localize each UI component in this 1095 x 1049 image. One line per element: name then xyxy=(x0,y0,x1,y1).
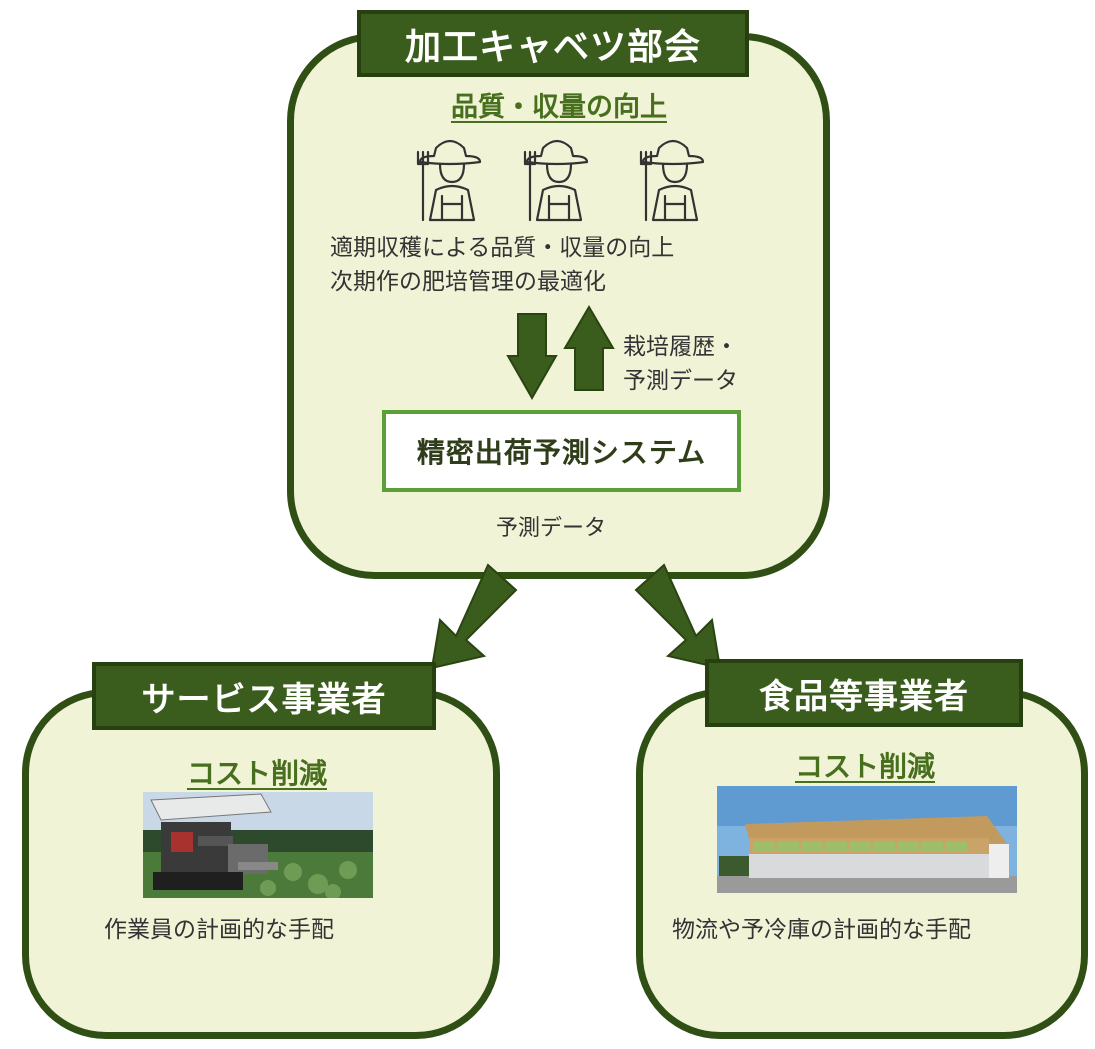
food-business-title: 食品等事業者 xyxy=(705,659,1023,727)
flow-label-line-1: 栽培履歴・ xyxy=(623,334,738,360)
diagonal-arrow-left xyxy=(430,563,518,670)
cabbage-truck-photo xyxy=(717,786,1017,893)
description-line-2: 次期作の肥培管理の最適化 xyxy=(330,269,606,295)
prediction-system-box: 精密出荷予測システム xyxy=(382,410,741,492)
left-caption: 作業員の計画的な手配 xyxy=(104,917,334,943)
diagonal-arrow-right xyxy=(634,563,722,670)
down-arrow xyxy=(506,313,558,401)
cabbage-harvester-photo xyxy=(143,792,373,898)
up-arrow xyxy=(563,305,615,391)
flow-label-line-2: 予測データ xyxy=(623,368,738,394)
description-line-1: 適期収穫による品質・収量の向上 xyxy=(330,235,675,261)
cost-reduction-heading-right: コスト削減 xyxy=(794,750,935,783)
service-provider-title: サービス事業者 xyxy=(92,662,436,730)
cost-reduction-heading-left: コスト削減 xyxy=(186,757,327,790)
system-name: 精密出荷予測システム xyxy=(416,436,707,469)
farmer-icon xyxy=(416,139,482,222)
quality-yield-heading: 品質・収量の向上 xyxy=(451,92,667,123)
farmer-icon xyxy=(523,139,589,222)
farmer-icon xyxy=(639,139,705,222)
committee-title: 加工キャベツ部会 xyxy=(357,10,749,77)
prediction-data-label: 予測データ xyxy=(496,516,607,541)
right-caption: 物流や予冷庫の計画的な手配 xyxy=(672,917,971,943)
